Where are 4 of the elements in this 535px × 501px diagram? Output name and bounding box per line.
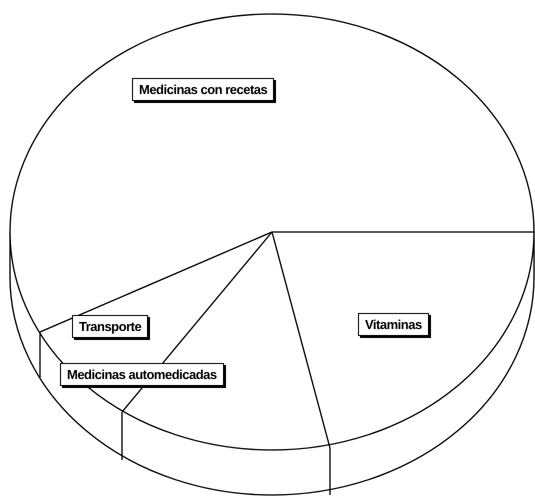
- slice-label: Transporte: [72, 315, 148, 338]
- slice-label: Medicinas automedicadas: [60, 363, 224, 386]
- slice-label: Medicinas con recetas: [132, 78, 274, 101]
- slice-label: Vitaminas: [358, 313, 429, 336]
